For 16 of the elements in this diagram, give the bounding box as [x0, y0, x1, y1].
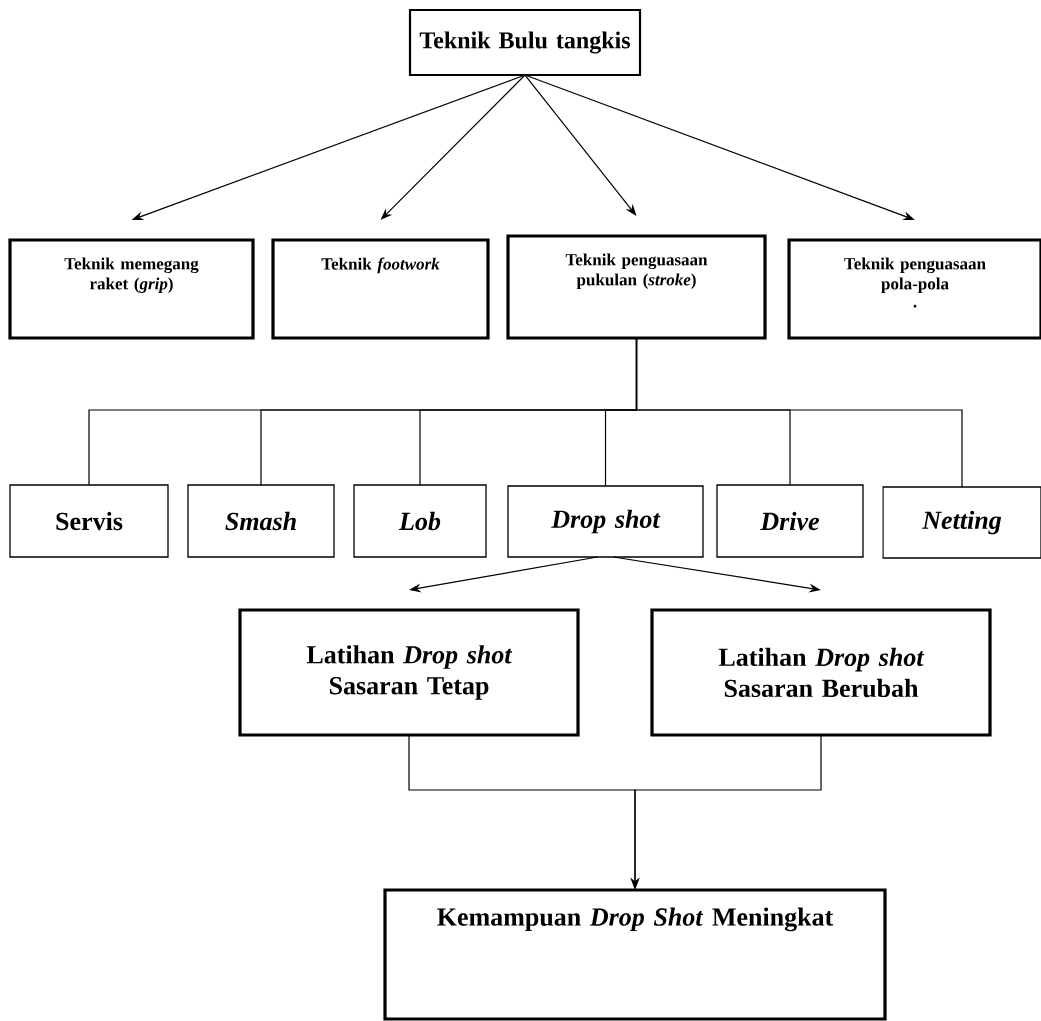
stroke-box: Lob — [353, 484, 487, 558]
title-box: Teknik Bulu tangkis — [408, 8, 642, 77]
stroke-box: Smash — [187, 484, 335, 558]
training-box: Latihan Drop shot Sasaran Berubah — [650, 608, 992, 737]
result-box: Kemampuan Drop Shot Meningkat — [383, 888, 887, 1021]
stroke-box: Drop shot — [507, 485, 704, 558]
category-box: Teknik memegang raket (grip) — [8, 238, 255, 340]
stroke-box: Drive — [716, 484, 864, 558]
training-box: Latihan Drop shot Sasaran Tetap — [238, 608, 580, 737]
stroke-box: Servis — [9, 484, 169, 558]
tree-connector — [635, 337, 963, 488]
category-box: Teknik footwork — [271, 238, 490, 340]
arrow — [524, 74, 637, 216]
category-box: Teknik penguasaan pola-pola . — [787, 238, 1041, 340]
category-box: Teknik penguasaan pukulan (stroke) — [506, 234, 767, 340]
stroke-box: Netting — [882, 486, 1041, 559]
